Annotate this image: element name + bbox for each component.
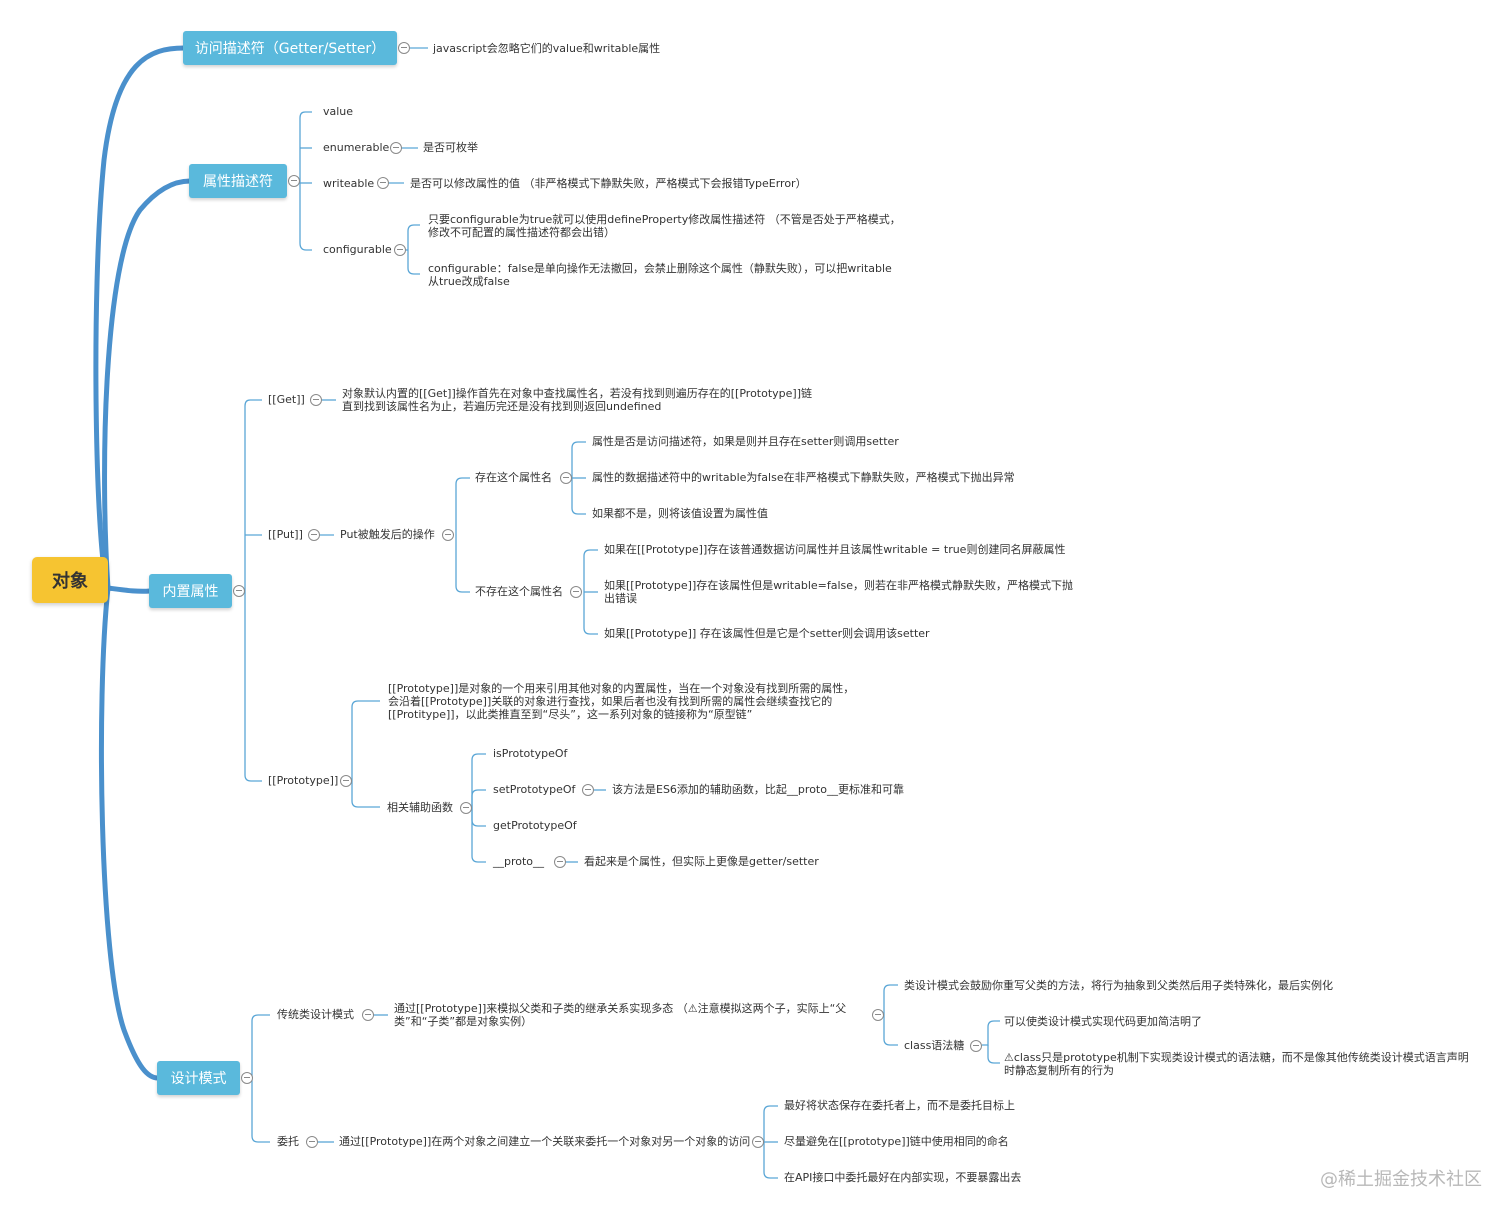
not-exists-item-3: 如果[[Prototype]] 存在该属性但是它是个setter则会调用该set… [604, 627, 930, 640]
collapse-toggle-icon[interactable] [442, 529, 454, 541]
configurable-note-1: 只要configurable为true就可以使用defineProperty修改… [428, 213, 901, 239]
collapse-toggle-icon[interactable] [570, 586, 582, 598]
classic-note-line2: 类”和“子类”都是对象实例） [394, 1015, 533, 1028]
helper-getPrototypeOf[interactable]: getPrototypeOf [493, 819, 577, 832]
delegation-item-3: 在API接口中委托最好在内部实现，不要暴露出去 [784, 1171, 1022, 1184]
collapse-toggle-icon[interactable] [362, 1009, 374, 1021]
dunder-proto-note: 看起来是个属性，但实际上更像是getter/setter [584, 855, 819, 868]
configurable-note-1-line2: 修改不可配置的属性描述符都会出错） [428, 226, 615, 239]
collapse-toggle-icon[interactable] [394, 244, 406, 256]
delegation-item-2: 尽量避免在[[prototype]]链中使用相同的命名 [784, 1135, 1009, 1148]
helper-functions[interactable]: 相关辅助函数 [387, 801, 453, 814]
writeable-note: 是否可以修改属性的值 （非严格模式下静默失败，严格模式下会报错TypeError… [410, 177, 807, 190]
configurable-note-2-line1: configurable：false是单向操作无法撤回，会禁止删除这个属性（静默… [428, 262, 892, 275]
put-exists[interactable]: 存在这个属性名 [475, 471, 552, 484]
classic-note: 通过[[Prototype]]来模拟父类和子类的继承关系实现多态 （⚠注意模拟这… [394, 1002, 846, 1028]
class-syntax-item-2-line1: ⚠class只是prototype机制下实现类设计模式的语法糖，而不是像其他传统… [1004, 1051, 1469, 1064]
enumerable-note: 是否可枚举 [423, 141, 478, 154]
accessor-note: javascript会忽略它们的value和writable属性 [433, 42, 661, 55]
watermark: @稀土掘金技术社区 [1320, 1169, 1482, 1190]
descriptor-writeable[interactable]: writeable [323, 177, 375, 190]
builtin-prototype[interactable]: [[Prototype]] [268, 774, 339, 787]
collapse-toggle-icon[interactable] [872, 1009, 884, 1021]
descriptor-value[interactable]: value [323, 105, 354, 118]
not-exists-item-1: 如果在[[Prototype]]存在该普通数据访问属性并且该属性writable… [604, 543, 1066, 556]
topic-builtin-properties[interactable]: 内置属性 [149, 574, 232, 608]
exists-item-3: 如果都不是，则将该值设置为属性值 [592, 507, 768, 520]
collapse-toggle-icon[interactable] [398, 42, 410, 54]
delegation[interactable]: 委托 [277, 1135, 299, 1148]
collapse-toggle-icon[interactable] [308, 529, 320, 541]
collapse-toggle-icon[interactable] [288, 175, 300, 187]
topic-accessor-descriptor[interactable]: 访问描述符（Getter/Setter） [183, 31, 397, 65]
builtin-get[interactable]: [[Get]] [268, 393, 305, 406]
class-syntax-item-2: ⚠class只是prototype机制下实现类设计模式的语法糖，而不是像其他传统… [1004, 1051, 1469, 1077]
configurable-note-2: configurable：false是单向操作无法撤回，会禁止删除这个属性（静默… [428, 262, 892, 288]
classic-class-pattern[interactable]: 传统类设计模式 [277, 1008, 354, 1021]
collapse-toggle-icon[interactable] [390, 142, 402, 154]
put-trigger[interactable]: Put被触发后的操作 [340, 528, 435, 541]
collapse-toggle-icon[interactable] [752, 1136, 764, 1148]
classic-note-line1: 通过[[Prototype]]来模拟父类和子类的继承关系实现多态 （⚠注意模拟这… [394, 1002, 847, 1015]
collapse-toggle-icon[interactable] [241, 1072, 253, 1084]
class-syntax-sugar[interactable]: class语法糖 [904, 1039, 965, 1052]
classic-item-1: 类设计模式会鼓励你重写父类的方法，将行为抽象到父类然后用子类特殊化，最后实例化 [904, 979, 1333, 992]
topic-design-patterns[interactable]: 设计模式 [157, 1061, 240, 1095]
not-exists-item-2: 如果[[Prototype]]存在该属性但是writable=false，则若在… [604, 579, 1073, 605]
root-topic[interactable]: 对象 [32, 557, 108, 603]
helper-dunder-proto[interactable]: __proto__ [493, 855, 545, 868]
prototype-note: [[Prototype]]是对象的一个用来引用其他对象的内置属性，当在一个对象没… [388, 682, 854, 721]
builtin-put[interactable]: [[Put]] [268, 528, 303, 541]
prototype-note-line2: 会沿着[[Prototype]]关联的对象进行查找，如果后者也没有找到所需的属性… [388, 695, 833, 708]
collapse-toggle-icon[interactable] [582, 784, 594, 796]
collapse-toggle-icon[interactable] [340, 775, 352, 787]
helper-isPrototypeOf[interactable]: isPrototypeOf [493, 747, 568, 760]
descriptor-configurable[interactable]: configurable [323, 243, 392, 256]
descriptor-enumerable[interactable]: enumerable [323, 141, 390, 154]
prototype-note-line3: [[Protitype]]，以此类推直至到“尽头”，这一系列对象的链接称为“原型… [388, 708, 753, 721]
configurable-note-2-line2: 从true改成false [428, 275, 510, 288]
collapse-toggle-icon[interactable] [233, 585, 245, 597]
collapse-toggle-icon[interactable] [377, 177, 389, 189]
helper-setPrototypeOf[interactable]: setPrototypeOf [493, 783, 576, 796]
get-note-line2: 直到找到该属性名为止，若遍历完还是没有找到则返回undefined [342, 400, 662, 413]
get-note-line1: 对象默认内置的[[Get]]操作首先在对象中查找属性名，若没有找到则遍历存在的[… [342, 387, 813, 400]
collapse-toggle-icon[interactable] [554, 856, 566, 868]
collapse-toggle-icon[interactable] [306, 1136, 318, 1148]
collapse-toggle-icon[interactable] [970, 1040, 982, 1052]
delegation-item-1: 最好将状态保存在委托者上，而不是委托目标上 [784, 1099, 1015, 1112]
delegation-note: 通过[[Prototype]]在两个对象之间建立一个关联来委托一个对象对另一个对… [339, 1135, 751, 1148]
collapse-toggle-icon[interactable] [560, 472, 572, 484]
exists-item-1: 属性是否是访问描述符，如果是则并且存在setter则调用setter [592, 435, 899, 448]
class-syntax-item-1: 可以使类设计模式实现代码更加简洁明了 [1004, 1015, 1202, 1028]
class-syntax-item-2-line2: 时静态复制所有的行为 [1004, 1064, 1114, 1077]
collapse-toggle-icon[interactable] [460, 802, 472, 814]
prototype-note-line1: [[Prototype]]是对象的一个用来引用其他对象的内置属性，当在一个对象没… [388, 682, 855, 695]
topic-property-descriptor[interactable]: 属性描述符 [189, 164, 287, 198]
setPrototypeOf-note: 该方法是ES6添加的辅助函数，比起__proto__更标准和可靠 [612, 783, 904, 796]
exists-item-2: 属性的数据描述符中的writable为false在非严格模式下静默失败，严格模式… [592, 471, 1015, 484]
configurable-note-1-line1: 只要configurable为true就可以使用defineProperty修改… [428, 213, 901, 226]
get-note: 对象默认内置的[[Get]]操作首先在对象中查找属性名，若没有找到则遍历存在的[… [342, 387, 812, 413]
not-exists-item-2-line1: 如果[[Prototype]]存在该属性但是writable=false，则若在… [604, 579, 1074, 592]
put-not-exists[interactable]: 不存在这个属性名 [475, 585, 563, 598]
collapse-toggle-icon[interactable] [310, 394, 322, 406]
not-exists-item-2-line2: 出错误 [604, 592, 637, 605]
